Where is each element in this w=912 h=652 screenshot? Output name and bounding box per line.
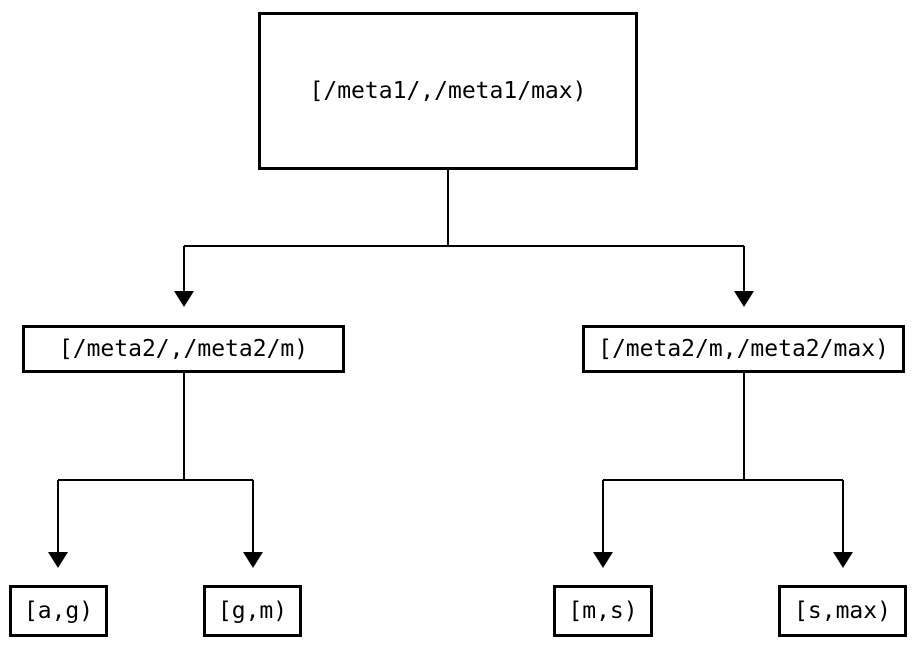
tree-node-leaf-1-label: [a,g) bbox=[23, 597, 94, 624]
edge-right-to-leaf-4 bbox=[833, 480, 853, 568]
arrow-down-icon bbox=[243, 552, 263, 568]
arrow-down-icon bbox=[174, 291, 194, 307]
arrow-down-icon bbox=[734, 291, 754, 307]
tree-node-root: [/meta1/,/meta1/max) bbox=[258, 12, 638, 170]
edge-root-to-right-child bbox=[734, 246, 754, 307]
tree-node-leaf-1: [a,g) bbox=[9, 585, 108, 637]
edge-root-stem bbox=[184, 170, 744, 247]
arrow-down-icon bbox=[593, 552, 613, 568]
tree-node-level2-left-label: [/meta2/,/meta2/m) bbox=[58, 335, 309, 362]
edge-right-child-stem bbox=[603, 373, 843, 481]
tree-node-leaf-3-label: [m,s) bbox=[568, 597, 638, 624]
tree-node-leaf-2: [g,m) bbox=[203, 585, 302, 637]
tree-node-root-label: [/meta1/,/meta1/max) bbox=[309, 77, 587, 104]
arrow-down-icon bbox=[48, 552, 68, 568]
edge-left-child-stem bbox=[58, 373, 253, 481]
tree-node-leaf-4-label: [s,max) bbox=[794, 597, 891, 624]
tree-node-level2-right-label: [/meta2/m,/meta2/max) bbox=[598, 335, 889, 362]
edge-left-to-leaf-1 bbox=[48, 480, 68, 568]
tree-node-level2-right: [/meta2/m,/meta2/max) bbox=[582, 325, 905, 373]
tree-node-leaf-2-label: [g,m) bbox=[217, 597, 288, 624]
arrow-down-icon bbox=[833, 552, 853, 568]
tree-node-leaf-3: [m,s) bbox=[553, 585, 653, 637]
edge-root-to-left-child bbox=[174, 246, 194, 307]
tree-node-leaf-4: [s,max) bbox=[778, 585, 907, 637]
edge-left-to-leaf-2 bbox=[243, 480, 263, 568]
edge-right-to-leaf-3 bbox=[593, 480, 613, 568]
tree-node-level2-left: [/meta2/,/meta2/m) bbox=[22, 325, 345, 373]
